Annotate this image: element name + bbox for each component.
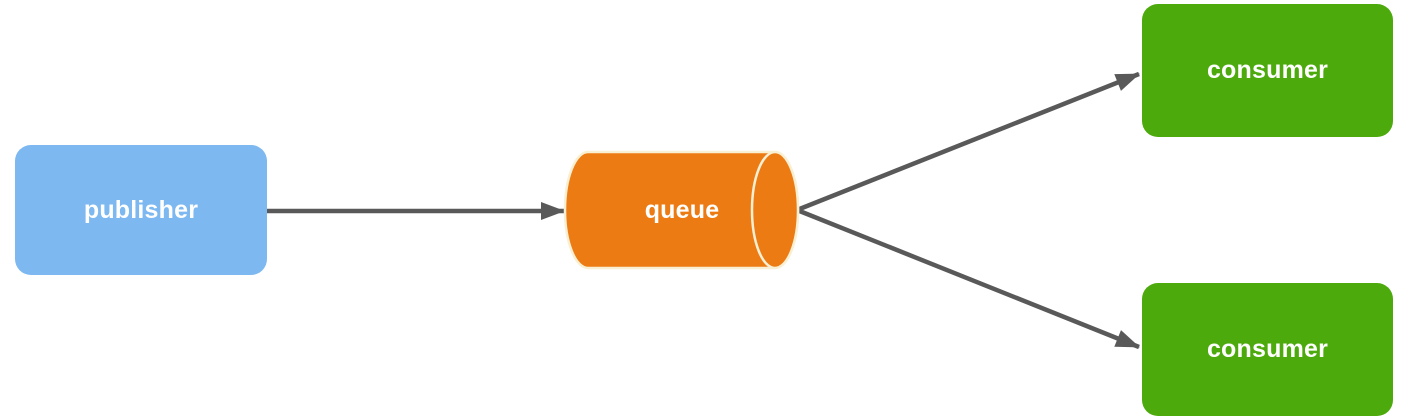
- node-consumer-bottom-label: consumer: [1206, 335, 1329, 363]
- node-publisher: publisher: [15, 145, 267, 275]
- node-publisher-label: publisher: [83, 195, 199, 224]
- node-consumer-top-label: consumer: [1206, 56, 1329, 84]
- node-consumer-bottom: consumer: [1142, 283, 1393, 416]
- edge-queue-to-consumer-top: [796, 71, 1140, 213]
- edge-queue-to-consumer-bottom: [796, 207, 1140, 350]
- node-consumer-top: consumer: [1142, 4, 1393, 137]
- queue-cylinder-face: [750, 150, 800, 270]
